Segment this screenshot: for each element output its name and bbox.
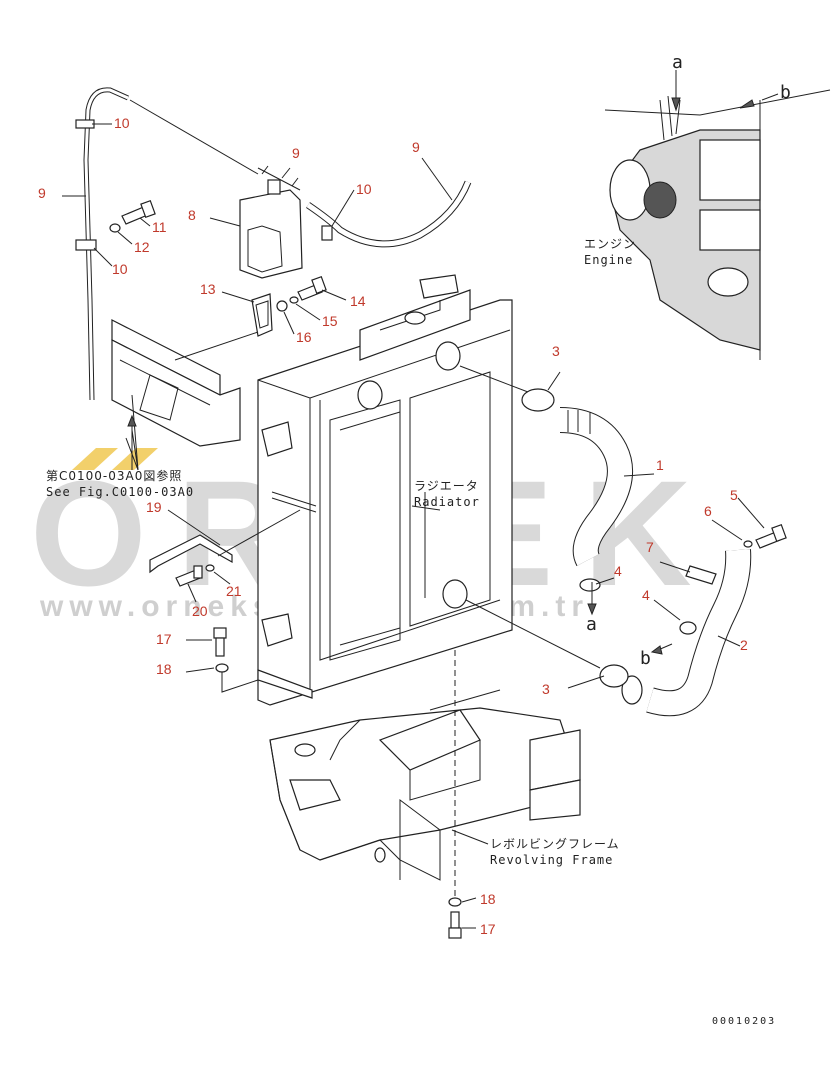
frame-label-jp: レボルビングフレーム — [490, 837, 620, 851]
part-number-19: 19 — [146, 499, 162, 515]
part-number-1: 1 — [656, 457, 664, 473]
reference-label-en: See Fig.C0100-03A0 — [46, 485, 194, 499]
connector-arrows — [127, 414, 673, 655]
part-number-6: 6 — [704, 503, 712, 519]
connector-a-bottom: a — [586, 614, 598, 635]
part-number-3: 3 — [542, 681, 550, 697]
part-number-9: 9 — [38, 185, 46, 201]
leader-lines — [62, 123, 765, 929]
part-number-18: 18 — [156, 661, 172, 677]
engine-view — [604, 70, 831, 360]
part-number-5: 5 — [730, 487, 738, 503]
text-labels: 第C0100-03A0図参照 See Fig.C0100-03A0 エンジン E… — [46, 52, 792, 1027]
part-number-15: 15 — [322, 313, 338, 329]
bracket-13 — [251, 275, 327, 337]
part-number-4: 4 — [642, 587, 650, 603]
part-number-16: 16 — [296, 329, 312, 345]
clamp-lower — [75, 239, 97, 251]
part-number-11: 11 — [152, 219, 167, 235]
connector-a-top: a — [672, 52, 684, 73]
connector-b-top: b — [780, 82, 792, 103]
bolt-17-lower — [448, 897, 462, 939]
part-number-3: 3 — [552, 343, 560, 359]
revolving-frame — [269, 650, 581, 900]
part-number-12: 12 — [134, 239, 150, 255]
part-number-13: 13 — [200, 281, 216, 297]
drawing-code: 00010203 — [712, 1016, 776, 1027]
side-bracket — [111, 319, 259, 471]
part-number-20: 20 — [192, 603, 208, 619]
frame-label-en: Revolving Frame — [490, 853, 613, 867]
part-number-8: 8 — [188, 207, 196, 223]
hose-lower — [465, 523, 787, 717]
part-number-21: 21 — [226, 583, 242, 599]
connector-b-bottom: b — [640, 648, 652, 669]
part-number-18: 18 — [480, 891, 496, 907]
radiator-label-jp: ラジエータ — [414, 479, 479, 493]
level-pipe — [75, 87, 259, 401]
bolt-11 — [109, 199, 156, 233]
clamp-upper — [75, 119, 95, 129]
part-number-17: 17 — [156, 631, 172, 647]
radiator-assembly — [257, 274, 513, 706]
hose-9 — [306, 180, 472, 248]
part-number-10: 10 — [356, 181, 372, 197]
engine-label-jp: エンジン — [584, 237, 636, 251]
part-number-17: 17 — [480, 921, 496, 937]
part-number-9: 9 — [412, 139, 420, 155]
bolt-17-upper — [213, 627, 259, 693]
radiator-label-en: Radiator — [414, 495, 480, 509]
bracket-19 — [149, 509, 301, 587]
part-number-9: 9 — [292, 145, 300, 161]
hose-upper — [459, 365, 633, 592]
part-number-14: 14 — [350, 293, 366, 309]
part-number-7: 7 — [646, 539, 654, 555]
reference-label-jp: 第C0100-03A0図参照 — [46, 468, 182, 483]
engine-label-en: Engine — [584, 253, 633, 267]
part-number-4: 4 — [614, 563, 622, 579]
part-number-10: 10 — [112, 261, 128, 277]
part-number-2: 2 — [740, 637, 748, 653]
part-numbers: 1 2 3 3 4 4 5 6 7 8 9 9 9 10 10 10 11 12… — [38, 115, 748, 937]
reserve-tank — [239, 165, 303, 279]
part-number-10: 10 — [114, 115, 130, 131]
